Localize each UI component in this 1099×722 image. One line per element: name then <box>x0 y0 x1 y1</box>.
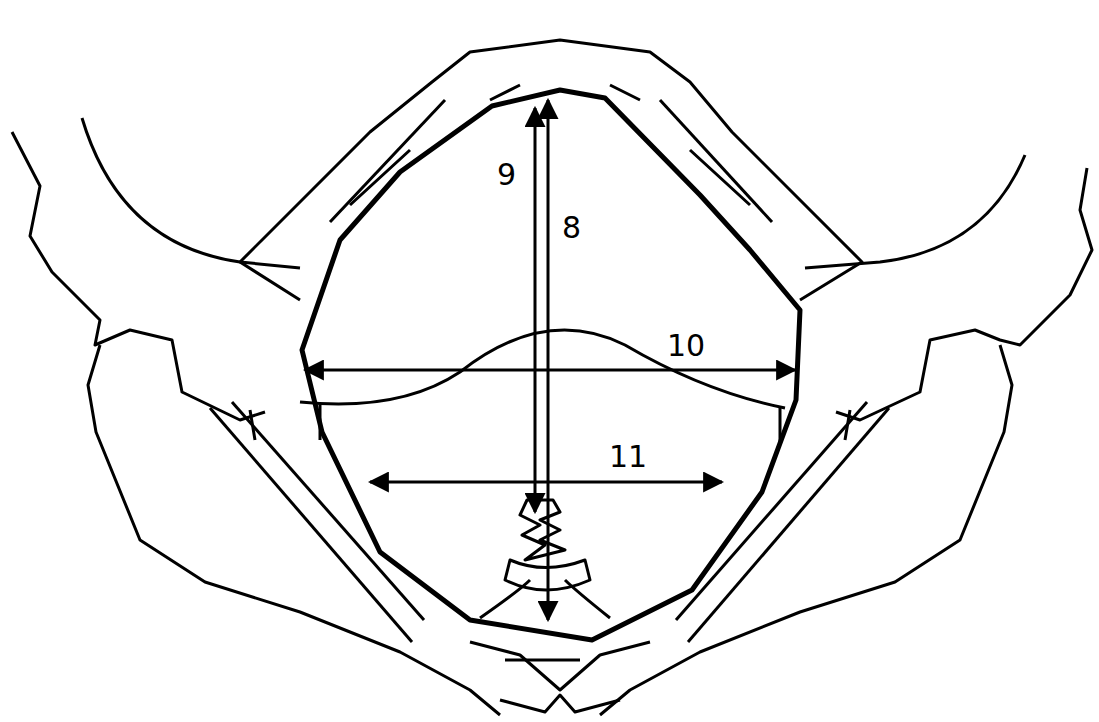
interspinous-diameter <box>370 481 722 484</box>
callout-number: 10 <box>664 330 708 362</box>
callout-number: 11 <box>606 441 650 473</box>
obstetric-conjugate <box>547 100 550 620</box>
dimension-arrows <box>305 100 795 620</box>
pelvic-inlet <box>302 90 800 640</box>
diagonal-conjugate <box>534 108 537 512</box>
bone-outlines <box>12 40 1092 715</box>
transverse-diameter <box>305 369 795 372</box>
callout-number: 9 <box>494 159 519 191</box>
callout-number: 8 <box>559 212 584 244</box>
